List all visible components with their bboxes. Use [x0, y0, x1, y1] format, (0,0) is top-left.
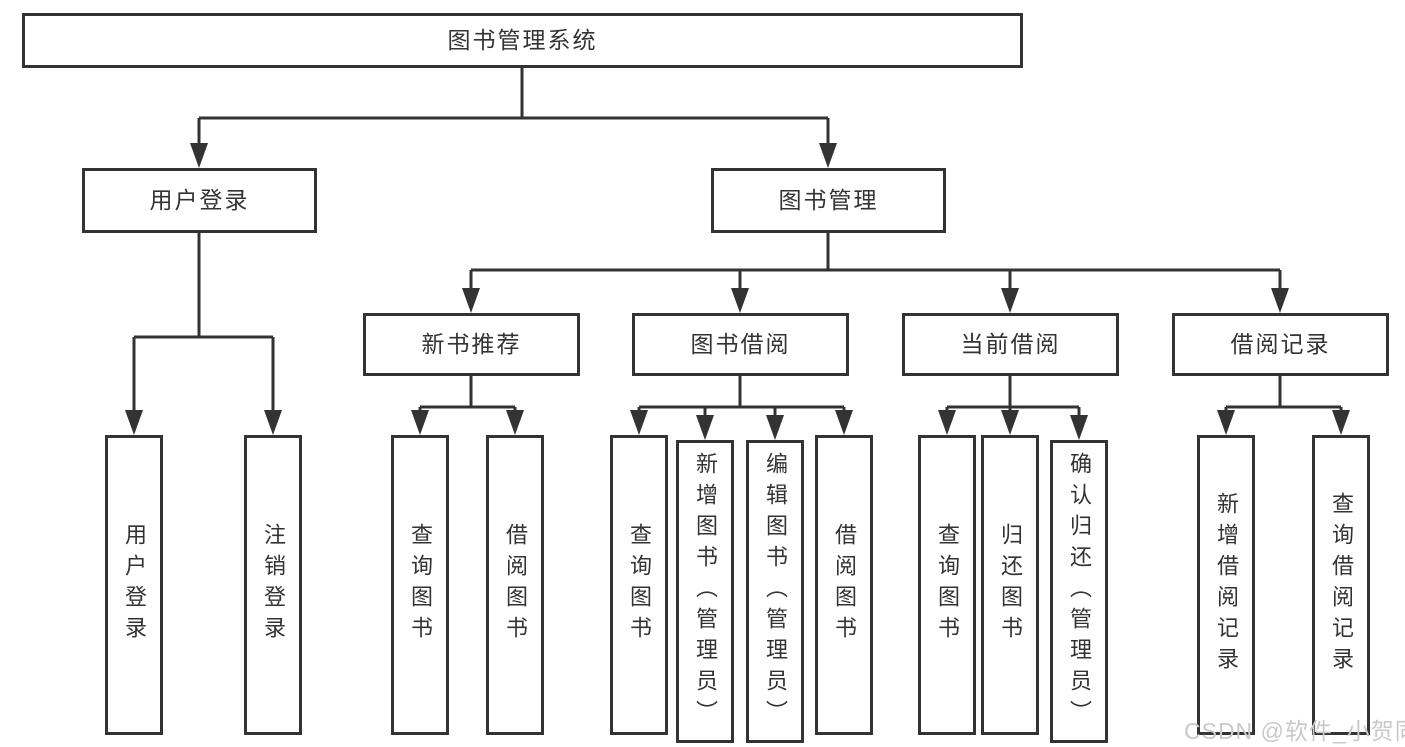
- node-current-borrow: 当前借阅: [902, 313, 1119, 376]
- leaf-current-confirm-admin: 确认归还（管理员）: [1050, 440, 1108, 743]
- node-new-book-recommend: 新书推荐: [363, 313, 580, 376]
- csdn-watermark: CSDN @软件_小贺同学: [1184, 718, 1405, 744]
- leaf-logout: 注销登录: [244, 435, 302, 735]
- connector-current-to-leaves: [938, 376, 1088, 440]
- leaf-borrow-edit-admin: 编辑图书（管理员）: [746, 440, 804, 743]
- connector-userlogin-to-leaves: [125, 233, 282, 435]
- node-user-login: 用户登录: [82, 168, 317, 233]
- node-book-management: 图书管理: [711, 168, 946, 233]
- connector-record-to-leaves: [1217, 376, 1350, 435]
- connector-root-to-level2: [190, 68, 837, 168]
- leaf-borrow-query: 查询图书: [610, 435, 668, 735]
- leaf-user-login: 用户登录: [105, 435, 163, 735]
- leaf-record-add: 新增借阅记录: [1197, 435, 1255, 735]
- leaf-borrow-add-admin: 新增图书（管理员）: [676, 440, 734, 743]
- leaf-record-query: 查询借阅记录: [1312, 435, 1370, 735]
- leaf-newbook-borrow: 借阅图书: [486, 435, 544, 735]
- node-borrow-record: 借阅记录: [1172, 313, 1389, 376]
- leaf-borrow-borrow: 借阅图书: [815, 435, 873, 735]
- leaf-current-return: 归还图书: [981, 435, 1039, 735]
- leaf-newbook-query: 查询图书: [391, 435, 449, 735]
- connector-newbook-to-leaves: [411, 376, 524, 435]
- node-book-borrow: 图书借阅: [632, 313, 849, 376]
- connector-bookmgmt-to-level3: [462, 233, 1289, 313]
- connector-borrow-to-leaves: [630, 376, 853, 440]
- leaf-current-query: 查询图书: [918, 435, 976, 735]
- node-root: 图书管理系统: [22, 13, 1023, 68]
